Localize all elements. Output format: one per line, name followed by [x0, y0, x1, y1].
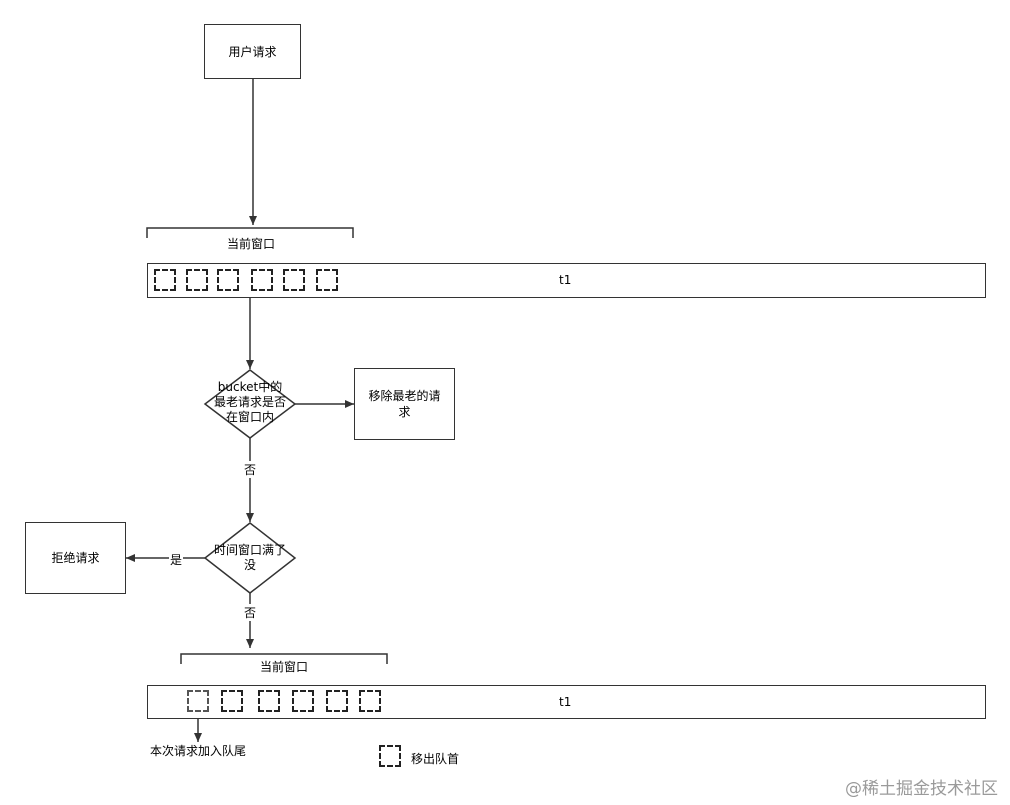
bar-top-time-label: t1 [559, 273, 572, 287]
reject-label: 拒绝请求 [51, 551, 100, 565]
decision-full-text: 时间窗口满了没 [214, 543, 287, 572]
edge-label-no-1: 否 [243, 461, 258, 478]
reject-box: 拒绝请求 [25, 522, 126, 594]
decision-oldest-text: bucket中的最老请求是否在窗口内 [213, 380, 286, 424]
queue-slot [326, 690, 348, 712]
user-request-label: 用户请求 [228, 44, 277, 59]
window-bar-top [147, 263, 986, 298]
queue-slot [292, 690, 314, 712]
current-window-label-top: 当前窗口 [226, 235, 277, 252]
legend-dashed-square [379, 745, 401, 767]
current-window-label-bottom: 当前窗口 [259, 658, 310, 675]
queue-slot [186, 269, 208, 291]
edge-label-yes: 是 [169, 551, 184, 568]
dequeue-note: 移出队首 [410, 750, 461, 767]
queue-slot [221, 690, 243, 712]
remove-oldest-box: 移除最老的请求 [354, 368, 455, 440]
window-bracket-bottom [180, 653, 388, 664]
window-bracket-top [146, 227, 354, 238]
queue-slot [154, 269, 176, 291]
edge-label-no-2: 否 [243, 604, 258, 621]
enqueue-note: 本次请求加入队尾 [149, 744, 246, 758]
window-bar-bottom [147, 685, 986, 719]
watermark: @稀土掘金技术社区 [845, 779, 998, 799]
user-request-box: 用户请求 [204, 24, 301, 79]
queue-slot [359, 690, 381, 712]
queue-slot [217, 269, 239, 291]
remove-oldest-label: 移除最老的请求 [368, 389, 441, 419]
queue-slot [258, 690, 280, 712]
queue-slot [316, 269, 338, 291]
queue-slot [283, 269, 305, 291]
queue-slot [251, 269, 273, 291]
queue-slot-new [187, 690, 209, 712]
bar-bottom-time-label: t1 [559, 695, 572, 709]
